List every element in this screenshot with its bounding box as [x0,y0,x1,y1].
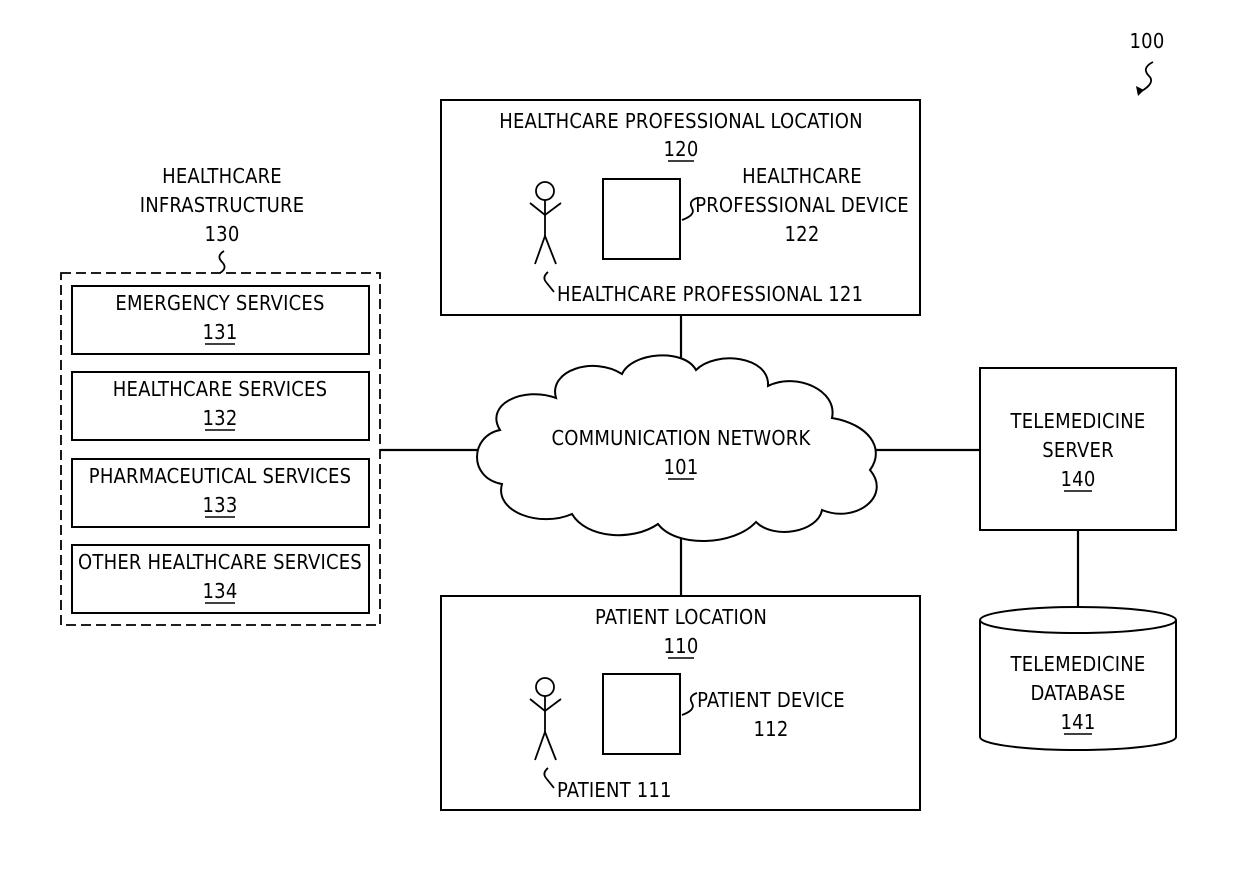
patient-location-ref: 110 [664,634,699,658]
telemedicine-server-box: TELEMEDICINE SERVER 140 [980,368,1176,530]
service-ref: 131 [203,320,238,344]
server-ref: 140 [1061,467,1096,491]
service-label: EMERGENCY SERVICES [115,291,324,315]
professional-device-icon [603,179,680,259]
service-box-pharmaceutical: PHARMACEUTICAL SERVICES 133 [72,459,369,527]
database-label-line2: DATABASE [1030,681,1125,705]
professional-device-label-line1: HEALTHCARE [742,164,862,188]
patient-location-box: PATIENT LOCATION 110 PATIENT DEVICE 112 … [441,596,920,810]
telemedicine-database-cylinder: TELEMEDICINE DATABASE 141 [980,607,1176,750]
healthcare-professional-label: HEALTHCARE PROFESSIONAL 121 [557,282,863,306]
figure-ref: 100 [1130,29,1165,53]
professional-device-label-line2: PROFESSIONAL DEVICE [695,193,909,217]
figure-ref-arrowhead [1136,86,1144,96]
patient-label: PATIENT 111 [557,778,672,802]
infrastructure-ref: 130 [205,222,240,246]
service-ref: 134 [203,579,238,603]
infrastructure-title-line2: INFRASTRUCTURE [140,193,305,217]
patient-location-title: PATIENT LOCATION [595,605,767,629]
patient-device-label: PATIENT DEVICE [697,688,845,712]
service-box-healthcare: HEALTHCARE SERVICES 132 [72,372,369,440]
network-ref: 101 [664,455,699,479]
network-label: COMMUNICATION NETWORK [552,426,812,450]
patient-device-ref: 112 [754,717,789,741]
figure-ref-leader [1140,62,1153,92]
server-label-line1: TELEMEDICINE [1010,409,1146,433]
service-label: OTHER HEALTHCARE SERVICES [78,550,362,574]
database-label-line1: TELEMEDICINE [1010,652,1146,676]
service-ref: 133 [203,493,238,517]
professional-location-title: HEALTHCARE PROFESSIONAL LOCATION [499,109,863,133]
professional-location-ref: 120 [664,137,699,161]
service-label: PHARMACEUTICAL SERVICES [89,464,351,488]
professional-device-ref: 122 [785,222,820,246]
healthcare-infrastructure-group: HEALTHCARE INFRASTRUCTURE 130 EMERGENCY … [61,164,380,625]
service-box-emergency: EMERGENCY SERVICES 131 [72,286,369,354]
professional-location-box: HEALTHCARE PROFESSIONAL LOCATION 120 HEA… [441,100,920,315]
infrastructure-title-line1: HEALTHCARE [162,164,282,188]
service-label: HEALTHCARE SERVICES [113,377,327,401]
service-ref: 132 [203,406,238,430]
infrastructure-leader [219,251,224,273]
service-box-other: OTHER HEALTHCARE SERVICES 134 [72,545,369,613]
database-ref: 141 [1061,710,1096,734]
server-label-line2: SERVER [1042,438,1114,462]
patient-device-icon [603,674,680,754]
communication-network-cloud: COMMUNICATION NETWORK 101 [477,355,877,541]
